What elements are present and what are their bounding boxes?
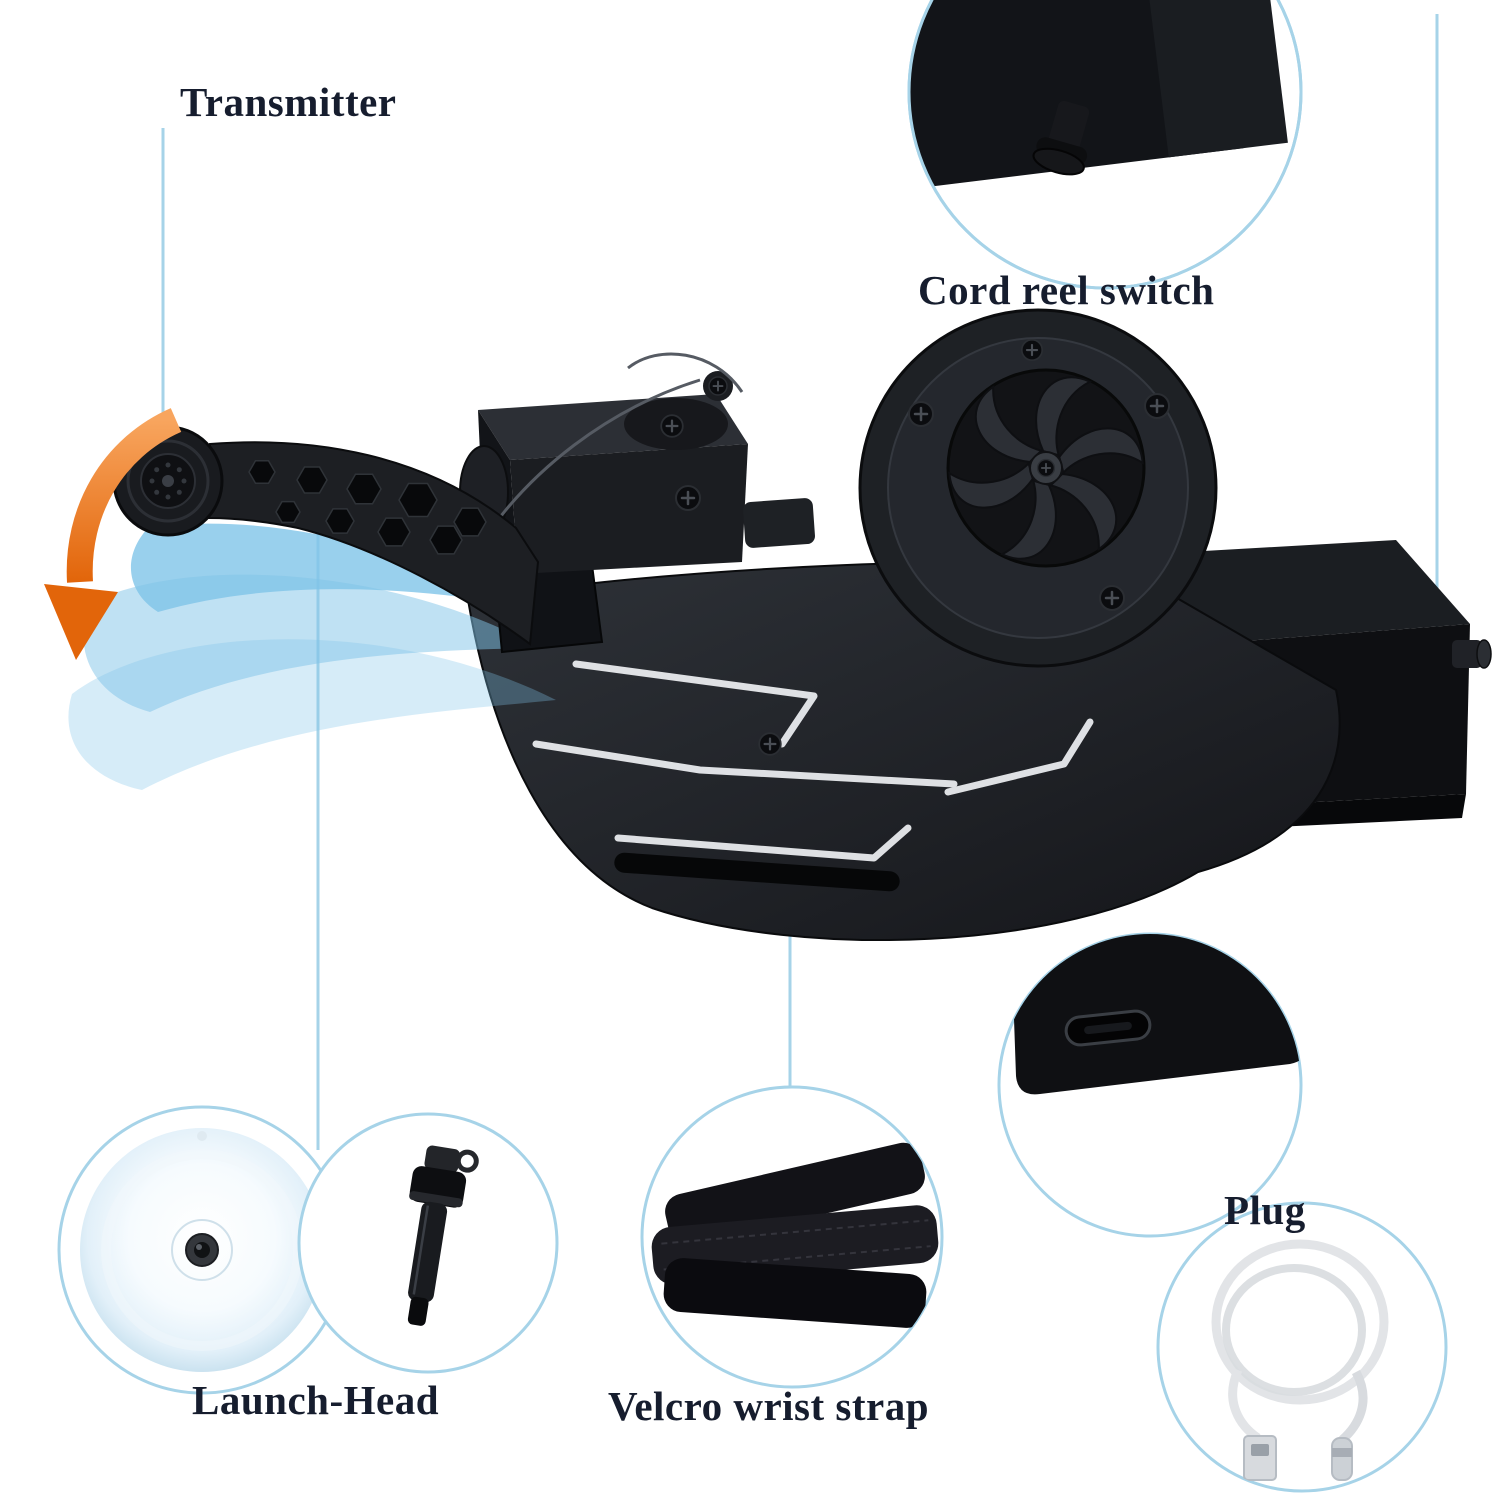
- usb-cable-graphic: [1211, 1239, 1389, 1481]
- inset-plug-port: [997, 932, 1303, 1238]
- launch-head-label: Launch-Head: [192, 1377, 439, 1423]
- swing-direction-arrow-icon: [44, 408, 182, 660]
- inset-launch-head-disc: [57, 1105, 347, 1395]
- inset-launch-rod: [297, 1112, 559, 1374]
- cord-reel-switch-label: Cord reel switch: [918, 267, 1215, 313]
- inset-cord-reel-switch: [907, 0, 1303, 290]
- product-photo: [44, 308, 1492, 941]
- cord-reel-switch-knob: [1452, 639, 1492, 669]
- switch-knob-closeup: [1032, 100, 1090, 176]
- arm-hex-cutouts: [248, 459, 487, 555]
- airflow-swoosh-graphic: [68, 523, 557, 790]
- launch-head-graphic: [80, 1128, 324, 1372]
- strap-slot: [614, 852, 900, 892]
- deck-accent-stripes: [532, 660, 1094, 862]
- inset-velcro-strap: [640, 1085, 944, 1389]
- reel-fan: [948, 376, 1144, 560]
- velcro-wrist-strap-label: Velcro wrist strap: [608, 1383, 930, 1429]
- deck-body: [466, 560, 1341, 941]
- usb-c-port: [1064, 1009, 1152, 1047]
- plug-label: Plug: [1224, 1187, 1306, 1233]
- launch-rod-graphic: [407, 1145, 479, 1326]
- velcro-strap-graphic: [651, 1142, 939, 1328]
- launcher-arm: [112, 425, 540, 646]
- inset-usb-cable: [1156, 1201, 1448, 1493]
- cord-reel-housing: [858, 308, 1218, 668]
- transmitter-label: Transmitter: [180, 79, 397, 125]
